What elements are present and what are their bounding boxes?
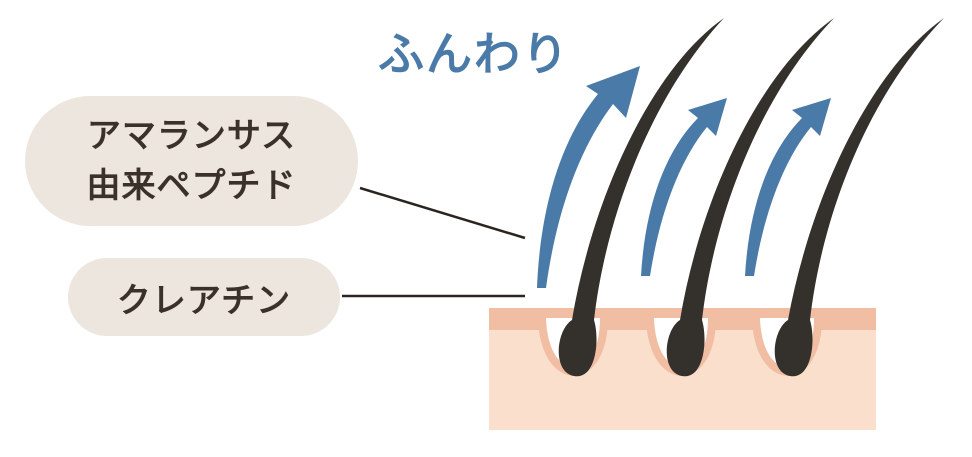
- upward-arrow-icon: [641, 98, 727, 276]
- hair-strand-icon: [774, 18, 944, 377]
- upward-arrow-icon: [745, 98, 831, 276]
- amaranth-label-line2: 由来ペプチド: [86, 166, 297, 206]
- upward-arrow-icon: [537, 66, 640, 288]
- fluffy-label: ふんわり: [378, 27, 570, 81]
- amaranth-peptide-label: アマランサス 由来ペプチド: [25, 96, 358, 226]
- creatine-label: クレアチン: [68, 258, 340, 336]
- hair-strand-icon: [666, 18, 834, 377]
- amaranth-label-line1: アマランサス: [86, 116, 297, 156]
- amaranth-leader-line: [359, 186, 526, 240]
- creatine-label-text: クレアチン: [116, 280, 292, 321]
- hair-strand-icon: [558, 18, 724, 377]
